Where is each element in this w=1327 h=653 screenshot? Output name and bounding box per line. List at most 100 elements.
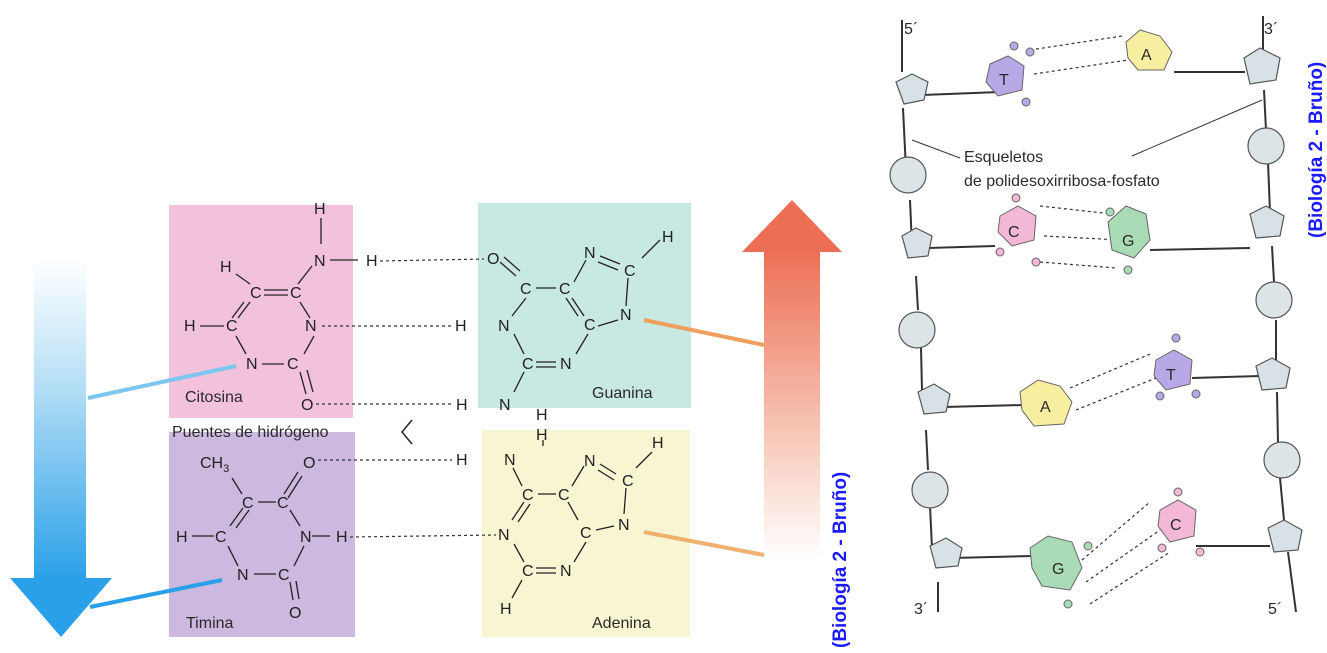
atom: H [536, 427, 548, 444]
watermark-right: (Biología 2 - Bruño) [1306, 62, 1327, 238]
atom: H [652, 435, 664, 452]
sugar [1267, 519, 1303, 553]
backbone-leader-left [911, 139, 961, 159]
hydrogen-bonds-label: Puentes de hidrógeno [172, 424, 329, 441]
sugar [929, 537, 963, 569]
phosphate-groups [889, 127, 1301, 509]
thymine-pointer [89, 578, 223, 609]
atom: N [560, 356, 572, 373]
base-letter: T [1166, 367, 1176, 384]
backbone-leader-right [1131, 99, 1263, 157]
adenine-pointer [643, 530, 765, 557]
atom: N [584, 245, 596, 262]
atom: N [300, 529, 312, 546]
hydrogen-bonds-brace [401, 419, 413, 445]
sugar [1255, 357, 1291, 391]
atom: N [498, 318, 510, 335]
sugar [1243, 47, 1281, 85]
cytosine-atoms: H N H H C C H C N N C O [184, 201, 378, 414]
guanine-bonds [499, 239, 661, 393]
atom: O [289, 605, 301, 622]
atom: N [246, 356, 258, 373]
base-letter: G [1122, 233, 1134, 250]
atom: H [536, 407, 548, 424]
base-letter: T [999, 72, 1009, 89]
cytosine-box [169, 205, 353, 418]
phosphate [911, 471, 949, 509]
thymine-bonds [192, 471, 330, 601]
atom: N [504, 452, 516, 469]
base-t-third: T [1153, 333, 1201, 401]
atom: N [237, 567, 249, 584]
cytosine-bonds [200, 218, 358, 395]
helix-strands [901, 16, 1297, 613]
atom: N [314, 253, 326, 270]
sugar [1249, 205, 1285, 239]
atom: C [522, 487, 534, 504]
phosphate [1255, 281, 1293, 319]
atom: N [584, 453, 596, 470]
atom: O [303, 455, 315, 472]
cytosine-pointer [87, 364, 237, 400]
watermark-middle: (Biología 2 - Bruño) [830, 472, 851, 648]
cytosine-label: Citosina [185, 389, 243, 406]
atom: C [287, 356, 299, 373]
atom: C [250, 285, 262, 302]
phosphate [898, 311, 936, 349]
atom: C [242, 495, 254, 512]
thymine-atoms: CH3 O C C H C N H N C O [176, 455, 348, 622]
sugar-groups [895, 47, 1303, 569]
base-t-top: T [985, 41, 1035, 107]
atom: N [499, 397, 511, 414]
sugar [917, 383, 951, 415]
atom: H [662, 229, 674, 246]
atom: H [184, 318, 196, 335]
atom: H [456, 397, 468, 414]
atom: C [622, 473, 634, 490]
base-letter: G [1052, 561, 1064, 578]
strand-end-bottom-left: 3´ [914, 601, 928, 618]
thymine-label: Timina [186, 615, 234, 632]
atom: C [278, 567, 290, 584]
strand-end-top-left: 5´ [904, 21, 918, 38]
base-c-bottom: C [1157, 487, 1205, 557]
atom: C [624, 263, 636, 280]
down-arrow [10, 258, 112, 637]
base-a-top: A [1125, 29, 1173, 71]
base-a-third: A [1019, 379, 1073, 427]
atom: C [522, 356, 534, 373]
atom: N [305, 318, 317, 335]
up-arrow [742, 200, 842, 560]
atom: C [522, 563, 534, 580]
atom: N [560, 563, 572, 580]
guanine-pointer [643, 318, 765, 347]
atom: C [226, 318, 238, 335]
adenine-bonds [511, 440, 653, 599]
atom: O [301, 397, 313, 414]
atom: C [215, 529, 227, 546]
atom: C [584, 317, 596, 334]
base-letter: A [1040, 399, 1051, 416]
base-letter: C [1008, 224, 1020, 241]
adenine-atoms: H N H N H C C C N C N C N H [456, 427, 664, 618]
atom: H [456, 452, 468, 469]
thymine-box [169, 432, 355, 637]
atom: C [558, 487, 570, 504]
phosphate [1247, 127, 1285, 165]
base-letter: A [1141, 47, 1152, 64]
backbone-label-line1: Esqueletos [964, 149, 1043, 166]
atom: H [314, 201, 326, 218]
atom: H [455, 318, 467, 335]
atom: H [220, 259, 232, 276]
atom: C [290, 285, 302, 302]
strand-end-top-right: 3´ [1264, 21, 1278, 38]
adenine-label: Adenina [592, 615, 651, 632]
atom: C [580, 525, 592, 542]
backbone-label-line2: de polidesoxirribosa-fosfato [964, 173, 1160, 190]
helix-bases: T A C G A T G [985, 29, 1205, 609]
atom: N [498, 527, 510, 544]
atom: H [500, 601, 512, 618]
helix-hydrogen-bonds [1029, 35, 1171, 605]
atom: H [176, 529, 188, 546]
